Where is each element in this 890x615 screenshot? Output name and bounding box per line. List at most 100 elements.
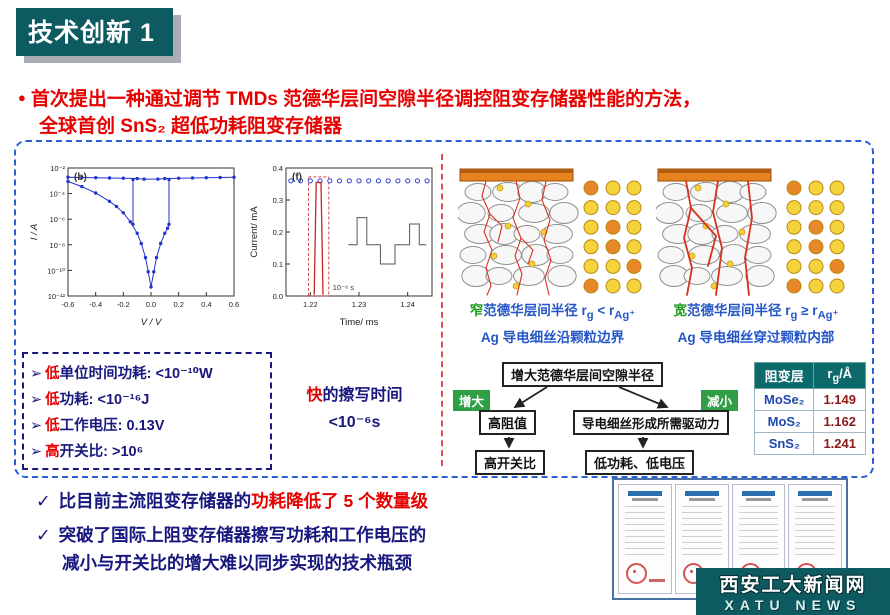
- certificate-subtitle-line: [745, 498, 772, 501]
- certificate-subtitle-line: [802, 498, 828, 501]
- svg-text:I / A: I / A: [29, 224, 40, 241]
- svg-text:(f): (f): [292, 172, 302, 183]
- certificate-signature-line: [648, 579, 665, 582]
- flow-driving-force-box: 导电细丝形成所需驱动力: [573, 410, 729, 435]
- finding-2: ✓突破了国际上阻变存储器擦写功耗和工作电压的 减小与开关比的增大难以同步实现的技…: [36, 521, 426, 577]
- headline-line2: 全球首创 SnS₂ 超低功耗阻变存储器: [39, 116, 342, 137]
- certificate-text-lines: [795, 506, 835, 558]
- headline-text1: 首次提出一种通过调节 TMDs 范德华层间空隙半径调控阻变存储器性能的方法，: [30, 89, 702, 110]
- arrow-icon: [618, 386, 669, 409]
- narrow-caption-line1: 窄范德华层间半径 rg < rAg⁺: [450, 300, 655, 327]
- narrow-caption-line2: Ag 导电细丝沿颗粒边界: [480, 329, 625, 345]
- content-frame: [14, 140, 874, 478]
- wide-caption-line1: 宽范德华层间半径 rg ≥ rAg⁺: [650, 300, 862, 327]
- wide-head: 宽: [673, 303, 688, 318]
- finding2-line2: 减小与开关比的增大难以同步实现的技术瓶颈: [62, 553, 412, 573]
- fast-head: 快: [306, 387, 323, 404]
- table-header-row: 阻变层 rg/Å: [753, 362, 866, 389]
- performance-metrics: ➢低单位时间功耗: <10⁻¹⁰W ➢低功耗: <10⁻¹⁶J ➢低工作电压: …: [22, 352, 272, 470]
- wide-caption-line2: Ag 导电细丝穿过颗粒内部: [677, 329, 835, 345]
- svg-text:0.6: 0.6: [229, 300, 239, 309]
- svg-text:10⁻²: 10⁻²: [50, 164, 65, 173]
- svg-text:Time/ ms: Time/ ms: [340, 317, 379, 328]
- material-cell: MoS₂: [753, 410, 815, 433]
- wide-gap-caption: 宽范德华层间半径 rg ≥ rAg⁺ Ag 导电细丝穿过颗粒内部: [650, 300, 862, 348]
- metric-item: ➢低功耗: <10⁻¹⁶J: [30, 387, 264, 413]
- headline: ●首次提出一种通过调节 TMDs 范德华层间空隙半径调控阻变存储器性能的方法， …: [18, 84, 701, 140]
- table-header-radius: rg/Å: [813, 362, 866, 389]
- value-cell: 1.241: [813, 432, 866, 455]
- table-header-layer: 阻变层: [753, 362, 815, 389]
- certificate-subtitle-line: [688, 498, 715, 501]
- bullet-icon: ●: [18, 90, 26, 105]
- finding-1: ✓ 比目前主流阻变存储器的功耗降低了 5 个数量级: [36, 487, 428, 515]
- value-cell: 1.149: [813, 388, 866, 411]
- red-seal-icon: [626, 563, 647, 584]
- flow-onoff-ratio-box: 高开关比: [475, 450, 546, 475]
- metric-head: 低: [45, 366, 60, 382]
- flow-low-power-box: 低功耗、低电压: [585, 450, 695, 475]
- radius-table: 阻变层 rg/Å MoSe₂ 1.149 MoS₂ 1.162 SnS₂ 1.2…: [753, 362, 866, 455]
- certificate-title-line: [684, 491, 719, 496]
- svg-text:0.2: 0.2: [273, 228, 283, 237]
- watermark-en: XATU NEWS: [724, 597, 862, 613]
- arrow-icon: [513, 386, 548, 408]
- watermark: 西安工大新闻网 XATU NEWS: [696, 568, 890, 615]
- svg-text:1.24: 1.24: [400, 300, 415, 309]
- svg-text:0.4: 0.4: [201, 300, 211, 309]
- flow-top-box: 增大范德华层间空隙半径: [502, 362, 664, 387]
- page-title: 技术创新 1: [16, 8, 173, 56]
- fast-rest: 的擦写时间: [322, 387, 403, 404]
- flow-decrease-label: 减小: [701, 390, 739, 411]
- triangle-bullet-icon: ➢: [30, 444, 43, 460]
- svg-text:0.0: 0.0: [146, 300, 156, 309]
- metric-head: 低: [45, 418, 60, 434]
- svg-text:V / V: V / V: [141, 317, 163, 328]
- wide-gap-diagram: [654, 166, 852, 303]
- value-cell: 1.162: [813, 410, 866, 433]
- triangle-bullet-icon: ➢: [30, 392, 43, 408]
- fast-line1: 快的擦写时间: [282, 382, 427, 409]
- metric-item: ➢高开关比: >10⁶: [30, 439, 264, 465]
- svg-text:10⁻⁶ s: 10⁻⁶ s: [333, 283, 354, 292]
- svg-text:10⁻⁴: 10⁻⁴: [49, 190, 65, 199]
- metric-head: 高: [45, 444, 60, 460]
- wide-rest: 范德华层间半径 rg ≥ rAg⁺: [687, 303, 839, 322]
- table-row: MoS₂ 1.162: [753, 410, 866, 433]
- svg-text:10⁻⁸: 10⁻⁸: [50, 241, 65, 250]
- vertical-divider: [441, 154, 443, 466]
- checkmark-icon: ✓: [36, 525, 51, 545]
- svg-text:(b): (b): [74, 172, 87, 183]
- svg-text:0.0: 0.0: [273, 292, 283, 301]
- svg-text:0.4: 0.4: [273, 164, 283, 173]
- svg-text:10⁻¹⁰: 10⁻¹⁰: [47, 266, 65, 275]
- flow-high-resistance-box: 高阻值: [479, 410, 537, 435]
- finding2-line1: ✓突破了国际上阻变存储器擦写功耗和工作电压的: [36, 521, 426, 549]
- narrow-gap-diagram: [456, 166, 643, 303]
- certificate-text-lines: [681, 506, 722, 558]
- certificate-subtitle-line: [632, 498, 658, 501]
- svg-text:-0.2: -0.2: [117, 300, 130, 309]
- watermark-cn: 西安工大新闻网: [719, 575, 867, 596]
- metric-item: ➢低单位时间功耗: <10⁻¹⁰W: [30, 361, 264, 387]
- certificate-title-line: [741, 491, 776, 496]
- svg-text:-0.6: -0.6: [62, 300, 75, 309]
- metric-text: 工作电压: 0.13V: [59, 418, 165, 434]
- certificate-text-lines: [625, 506, 665, 558]
- metric-text: 功耗: <10⁻¹⁶J: [59, 392, 150, 408]
- fast-switching-note: 快的擦写时间 <10⁻⁶s: [282, 382, 427, 436]
- finding1-text: 比目前主流阻变存储器的: [58, 491, 252, 511]
- svg-text:1.22: 1.22: [303, 300, 318, 309]
- checkmark-icon: ✓: [36, 491, 51, 511]
- narrow-rest: 范德华层间半径 rg < rAg⁺: [483, 303, 636, 322]
- mechanism-flowchart: 增大范德华层间空隙半径 增大 减小 高阻值 导电细丝形成所需驱动力 高开关比 低…: [447, 360, 759, 476]
- material-cell: MoSe₂: [753, 388, 815, 411]
- metric-text: 单位时间功耗: <10⁻¹⁰W: [59, 366, 213, 382]
- finding1-highlight: 功耗降低了 5 个数量级: [251, 491, 429, 511]
- flow-increase-label: 增大: [453, 390, 491, 411]
- certificate-title-line: [798, 491, 832, 496]
- certificate-title-line: [628, 491, 662, 496]
- material-cell: SnS₂: [753, 432, 815, 455]
